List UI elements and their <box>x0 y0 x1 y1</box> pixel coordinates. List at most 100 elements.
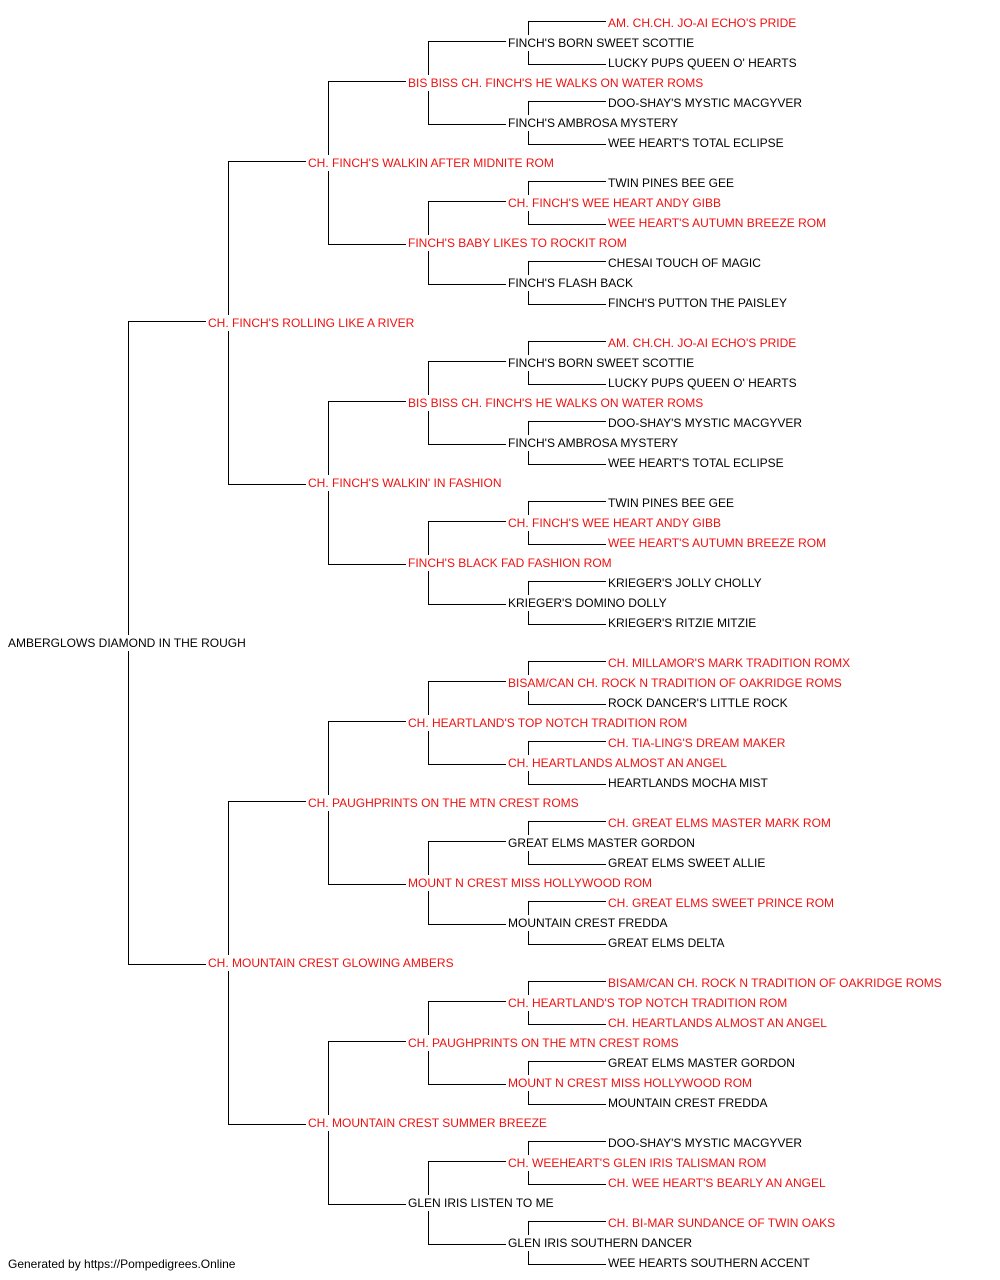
connector-line <box>528 1091 529 1105</box>
ancestor-name-gen5: CH. HEARTLANDS ALMOST AN ANGEL <box>608 1016 827 1030</box>
connector-line <box>128 321 206 322</box>
connector-line <box>528 1221 529 1235</box>
connector-line <box>128 964 206 965</box>
ancestor-name-gen4: GREAT ELMS MASTER GORDON <box>508 836 695 850</box>
ancestor-name-gen5: CHESAI TOUCH OF MAGIC <box>608 256 761 270</box>
connector-line <box>428 521 506 522</box>
connector-line <box>528 1061 606 1062</box>
ancestor-name-gen3: FINCH'S BABY LIKES TO ROCKIT ROM <box>408 236 627 250</box>
ancestor-name-gen5: MOUNTAIN CREST FREDDA <box>608 1096 768 1110</box>
ancestor-name-gen5: CH. MILLAMOR'S MARK TRADITION ROMX <box>608 656 851 670</box>
connector-line <box>528 341 529 355</box>
connector-line <box>528 384 606 385</box>
ancestor-name-gen5: CH. GREAT ELMS SWEET PRINCE ROM <box>608 896 835 910</box>
connector-line <box>528 661 529 675</box>
ancestor-name-gen3: FINCH'S BLACK FAD FASHION ROM <box>408 556 612 570</box>
connector-line <box>428 571 429 605</box>
connector-line <box>528 101 529 115</box>
connector-line <box>428 924 506 925</box>
connector-line <box>428 891 429 925</box>
ancestor-name-gen5: GREAT ELMS SWEET ALLIE <box>608 856 766 870</box>
connector-line <box>528 371 529 385</box>
connector-line <box>328 81 329 155</box>
connector-line <box>528 691 529 705</box>
connector-line <box>528 64 606 65</box>
connector-line <box>528 741 606 742</box>
connector-line <box>228 161 229 315</box>
connector-line <box>528 501 529 515</box>
connector-line <box>528 784 606 785</box>
connector-line <box>428 201 429 235</box>
connector-line <box>428 1001 429 1035</box>
connector-line <box>528 131 529 145</box>
connector-line <box>528 931 529 945</box>
ancestor-name-gen3: CH. HEARTLAND'S TOP NOTCH TRADITION ROM <box>408 716 688 730</box>
ancestor-name-gen4: KRIEGER'S DOMINO DOLLY <box>508 596 667 610</box>
connector-line <box>528 581 529 595</box>
connector-line <box>428 1161 429 1195</box>
connector-line <box>528 531 529 545</box>
ancestor-name-gen4: CH. WEEHEART'S GLEN IRIS TALISMAN ROM <box>508 1156 767 1170</box>
connector-line <box>428 731 429 765</box>
ancestor-name-gen5: WEE HEART'S AUTUMN BREEZE ROM <box>608 536 827 550</box>
connector-line <box>328 401 406 402</box>
connector-line <box>328 564 406 565</box>
connector-line <box>428 91 429 125</box>
connector-line <box>428 1051 429 1085</box>
ancestor-name-gen2: CH. MOUNTAIN CREST SUMMER BREEZE <box>308 1116 547 1130</box>
ancestor-name-gen5: CH. WEE HEART'S BEARLY AN ANGEL <box>608 1176 826 1190</box>
connector-line <box>528 21 529 35</box>
connector-line <box>528 211 529 225</box>
connector-line <box>528 901 606 902</box>
ancestor-name-gen4: FINCH'S FLASH BACK <box>508 276 633 290</box>
connector-line <box>428 764 506 765</box>
connector-line <box>428 841 429 875</box>
connector-line <box>528 1104 606 1105</box>
ancestor-name-gen5: WEE HEARTS SOUTHERN ACCENT <box>608 1256 810 1270</box>
connector-line <box>528 944 606 945</box>
connector-line <box>428 1244 506 1245</box>
connector-line <box>528 501 606 502</box>
ancestor-name-gen5: KRIEGER'S RITZIE MITZIE <box>608 616 757 630</box>
connector-line <box>428 521 429 555</box>
connector-line <box>528 291 529 305</box>
connector-line <box>428 361 506 362</box>
connector-line <box>228 971 229 1125</box>
connector-line <box>528 464 606 465</box>
connector-line <box>528 1011 529 1025</box>
connector-line <box>528 821 529 835</box>
connector-line <box>328 721 406 722</box>
connector-line <box>528 1251 529 1265</box>
ancestor-name-gen5: DOO-SHAY'S MYSTIC MACGYVER <box>608 416 803 430</box>
ancestor-name-gen4: CH. FINCH'S WEE HEART ANDY GIBB <box>508 516 721 530</box>
connector-line <box>528 304 606 305</box>
connector-line <box>528 144 606 145</box>
connector-line <box>428 361 429 395</box>
ancestor-name-gen5: TWIN PINES BEE GEE <box>608 496 735 510</box>
connector-line <box>528 624 606 625</box>
connector-line <box>528 341 606 342</box>
connector-line <box>428 681 429 715</box>
connector-line <box>328 721 329 795</box>
connector-line <box>328 171 329 245</box>
ancestor-name-gen3: MOUNT N CREST MISS HOLLYWOOD ROM <box>408 876 653 890</box>
connector-line <box>428 1084 506 1085</box>
ancestor-name-gen3: BIS BISS CH. FINCH'S HE WALKS ON WATER R… <box>408 76 704 90</box>
connector-line <box>528 851 529 865</box>
ancestor-name-gen4: FINCH'S AMBROSA MYSTERY <box>508 436 679 450</box>
connector-line <box>528 661 606 662</box>
connector-line <box>228 801 306 802</box>
ancestor-name-gen5: TWIN PINES BEE GEE <box>608 176 735 190</box>
connector-line <box>428 1001 506 1002</box>
ancestor-name-gen5: BISAM/CAN CH. ROCK N TRADITION OF OAKRID… <box>608 976 942 990</box>
connector-line <box>528 51 529 65</box>
connector-line <box>428 284 506 285</box>
ancestor-name-gen2: CH. FINCH'S WALKIN AFTER MIDNITE ROM <box>308 156 554 170</box>
connector-line <box>528 181 529 195</box>
ancestor-name-gen3: BIS BISS CH. FINCH'S HE WALKS ON WATER R… <box>408 396 704 410</box>
connector-line <box>528 181 606 182</box>
connector-line <box>328 401 329 475</box>
ancestor-name-gen5: HEARTLANDS MOCHA MIST <box>608 776 768 790</box>
ancestor-name-gen5: WEE HEART'S TOTAL ECLIPSE <box>608 456 784 470</box>
ancestor-name-gen4: BISAM/CAN CH. ROCK N TRADITION OF OAKRID… <box>508 676 842 690</box>
